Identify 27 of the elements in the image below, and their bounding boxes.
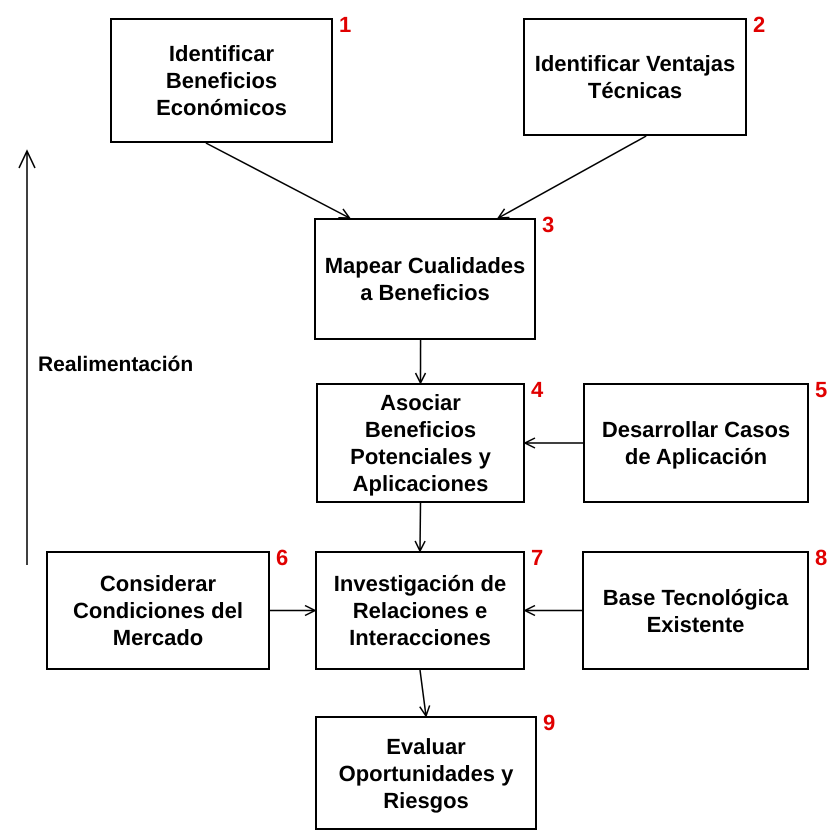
arrow [524, 437, 583, 449]
arrow [414, 340, 426, 384]
box-text: Considerar Condiciones del Mercado [72, 570, 244, 651]
box-text: Evaluar Oportunidades y Riesgos [338, 732, 514, 814]
step-number: 4 [531, 377, 544, 403]
arrow [419, 670, 430, 717]
feedback-label: Realimentación [38, 353, 194, 377]
step-number: 5 [815, 377, 828, 403]
arrow [524, 604, 582, 616]
box-text: Desarrollar Casos de Aplicación [600, 416, 792, 470]
box-text: Mapear Cualidades a Beneficios [324, 252, 526, 306]
step-number: 8 [815, 545, 828, 571]
step-number: 3 [542, 212, 554, 238]
box-text: Identificar Beneficios Económicos [155, 40, 288, 121]
step-number: 7 [531, 545, 544, 571]
step-number: 2 [753, 12, 766, 38]
arrow [206, 142, 350, 219]
arrow [270, 604, 316, 616]
step-number: 9 [543, 710, 556, 736]
arrow [498, 135, 647, 219]
box-text: Identificar Ventajas Técnicas [534, 50, 736, 104]
step-number: 1 [339, 12, 352, 38]
box-text: Base Tecnológica Existente [602, 584, 790, 638]
box-text: Investigación de Relaciones e Interacciones [332, 570, 508, 651]
step-number: 6 [276, 545, 288, 571]
arrow [414, 503, 426, 552]
box-text: Asociar Beneficios Potenciales y Aplicaciones [349, 389, 492, 497]
